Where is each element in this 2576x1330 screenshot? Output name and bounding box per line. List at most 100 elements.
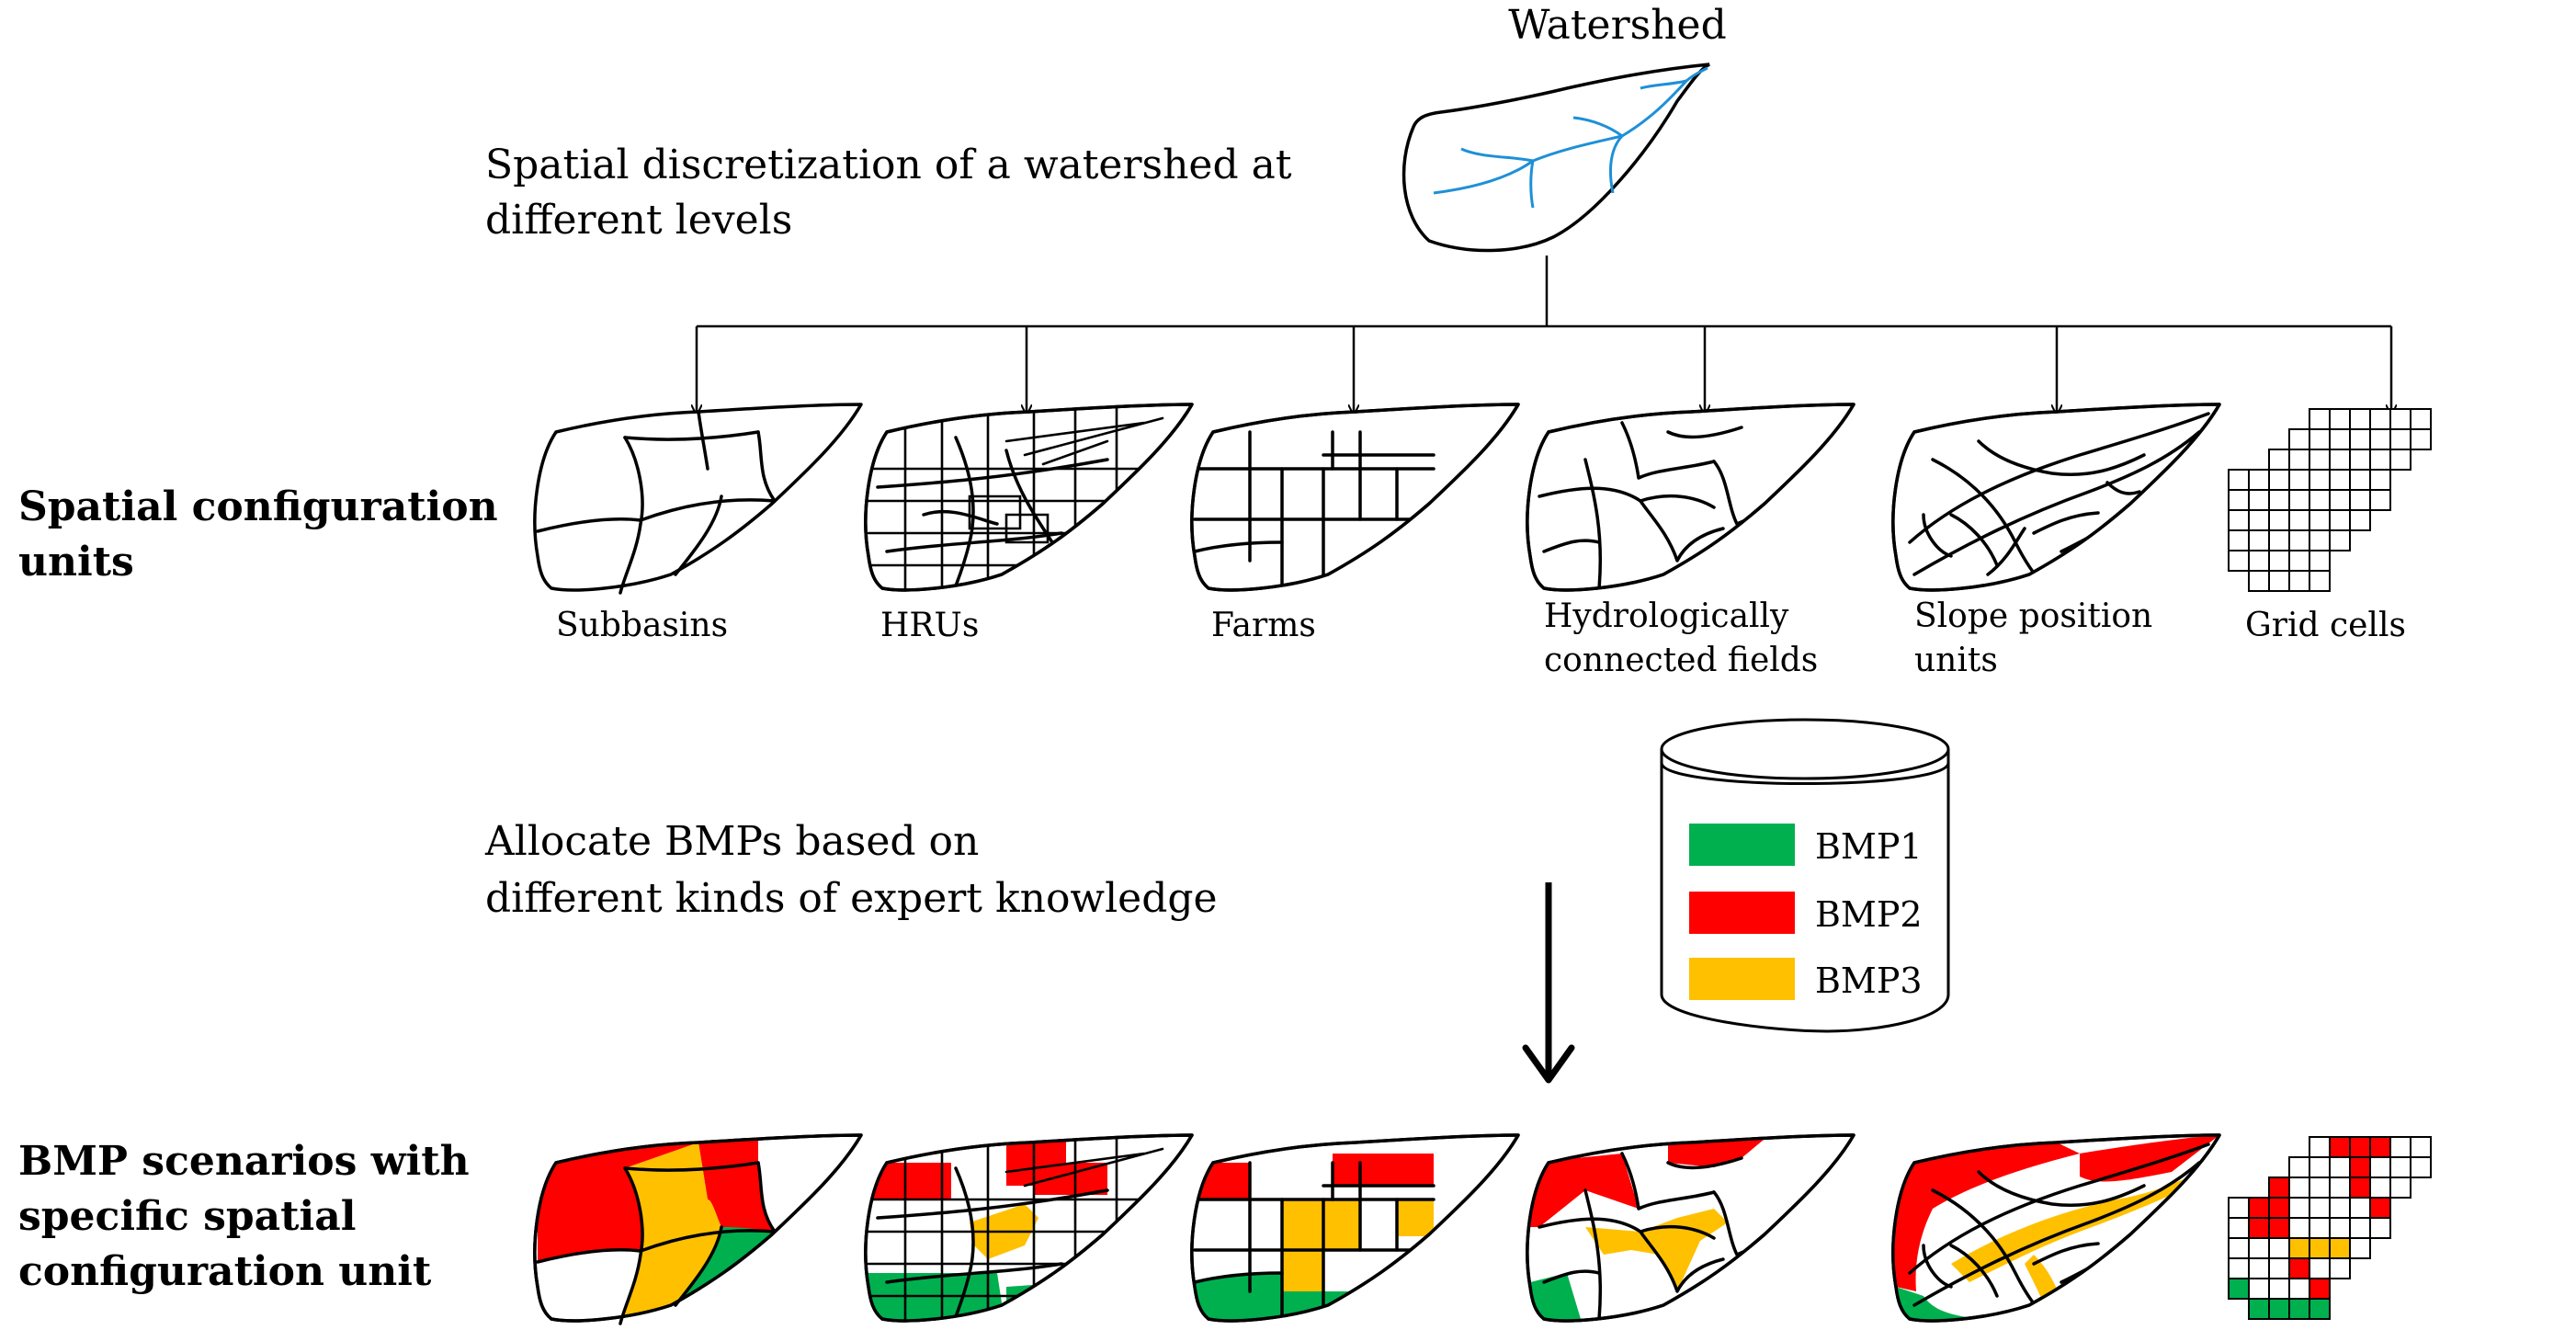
legend-label-bmp2: BMP2: [1815, 894, 1923, 935]
grid-cell: [2228, 489, 2250, 511]
grid-cell: [2228, 509, 2250, 531]
grid-cell: [2248, 1298, 2270, 1320]
grid-cell: [2248, 1257, 2270, 1279]
grid-cell: [2309, 529, 2331, 551]
unit-label-hcf-line-2: connected fields: [1544, 642, 1818, 679]
grid-cell: [2329, 1197, 2351, 1219]
grid-cell: [2288, 1177, 2310, 1199]
unit-label-spu-line-1: Slope position: [1914, 597, 2152, 635]
grid-cell: [2248, 509, 2270, 531]
grid-cell: [2329, 469, 2351, 491]
grid-cell: [2228, 550, 2250, 572]
unit-label-subbasins: Subbasins: [556, 607, 728, 644]
grid-cell: [2248, 570, 2270, 592]
allocate-line-2: different kinds of expert knowledge: [485, 875, 1218, 922]
grid-cell: [2369, 469, 2391, 491]
grid-cell: [2329, 1156, 2351, 1178]
down-arrow: [1522, 882, 1575, 1084]
grid-cell: [2329, 529, 2351, 551]
grid-cell: [2248, 1197, 2270, 1219]
connector-tree: [697, 256, 2391, 414]
grid-cell: [2349, 428, 2371, 450]
grid-cell: [2309, 1197, 2331, 1219]
grid-cell: [2329, 1217, 2351, 1239]
grid-cell: [2268, 1217, 2290, 1239]
grid-cell: [2268, 1278, 2290, 1300]
unit-label-grid-cells: Grid cells: [2245, 607, 2406, 644]
grid-cell: [2288, 449, 2310, 471]
legend-label-bmp3: BMP3: [1815, 961, 1923, 1001]
grid-cell: [2268, 570, 2290, 592]
map-subbasins: [533, 403, 863, 595]
grid-cell: [2268, 529, 2290, 551]
section-units-line-2: units: [18, 539, 134, 585]
grid-cell: [2309, 550, 2331, 572]
grid-cell: [2329, 509, 2351, 531]
grid-cell: [2268, 1197, 2290, 1219]
intro-line-1: Spatial discretization of a watershed at: [485, 142, 1292, 188]
grid-cell: [2268, 449, 2290, 471]
unit-label-hrus: HRUs: [880, 607, 979, 644]
grid-cell: [2228, 1278, 2250, 1300]
grid-cell: [2268, 1177, 2290, 1199]
section-scenarios-line-2: specific spatial: [18, 1193, 356, 1240]
grid-cell: [2309, 1298, 2331, 1320]
grid-cell: [2389, 1156, 2411, 1178]
grid-cell: [2410, 1156, 2432, 1178]
grid-cell: [2349, 489, 2371, 511]
grid-cell: [2309, 1177, 2331, 1199]
grid-cell: [2309, 489, 2331, 511]
scenario-slope-position-units: [1891, 1133, 2221, 1323]
intro-line-2: different levels: [485, 197, 792, 244]
grid-cell: [2329, 1136, 2351, 1158]
grid-cell: [2248, 1217, 2270, 1239]
grid-cell: [2349, 509, 2371, 531]
grid-cell: [2288, 1298, 2310, 1320]
grid-cell: [2329, 408, 2351, 430]
grid-cell: [2248, 529, 2270, 551]
map-farms: [1190, 403, 1520, 592]
watershed-title: Watershed: [1508, 2, 1727, 49]
grid-cell: [2309, 1156, 2331, 1178]
grid-cell: [2329, 1257, 2351, 1279]
legend-swatch-bmp1: [1689, 824, 1795, 866]
grid-cell: [2288, 1278, 2310, 1300]
watershed-icon: [1401, 63, 1710, 253]
map-grid-cells: [2228, 408, 2432, 592]
grid-cell: [2268, 1257, 2290, 1279]
grid-cell: [2349, 408, 2371, 430]
scenario-subbasins: [533, 1133, 863, 1325]
grid-cell: [2369, 1177, 2391, 1199]
grid-cell: [2288, 489, 2310, 511]
grid-cell: [2288, 1217, 2310, 1239]
grid-cell: [2288, 469, 2310, 491]
grid-cell: [2309, 570, 2331, 592]
grid-cell: [2309, 408, 2331, 430]
grid-cell: [2309, 1257, 2331, 1279]
grid-cell: [2389, 1136, 2411, 1158]
grid-cell: [2228, 469, 2250, 491]
grid-cell: [2309, 1136, 2331, 1158]
grid-cell: [2349, 1237, 2371, 1259]
grid-cell: [2329, 1177, 2351, 1199]
grid-cell: [2288, 529, 2310, 551]
grid-cell: [2309, 1217, 2331, 1239]
grid-cell: [2410, 428, 2432, 450]
grid-cell: [2369, 1197, 2391, 1219]
grid-cell: [2288, 509, 2310, 531]
grid-cell: [2228, 1197, 2250, 1219]
grid-cell: [2349, 1156, 2371, 1178]
grid-cell: [2309, 449, 2331, 471]
grid-cell: [2309, 428, 2331, 450]
grid-cell: [2248, 489, 2270, 511]
unit-label-spu-line-2: units: [1914, 642, 1998, 679]
grid-cell: [2288, 550, 2310, 572]
allocate-line-1: Allocate BMPs based on: [484, 818, 979, 865]
grid-cell: [2268, 489, 2290, 511]
section-scenarios-line-1: BMP scenarios with: [18, 1138, 470, 1185]
grid-cell: [2369, 408, 2391, 430]
grid-cell: [2248, 550, 2270, 572]
grid-cell: [2268, 469, 2290, 491]
grid-cell: [2248, 1278, 2270, 1300]
section-units-line-1: Spatial configuration: [18, 483, 498, 530]
